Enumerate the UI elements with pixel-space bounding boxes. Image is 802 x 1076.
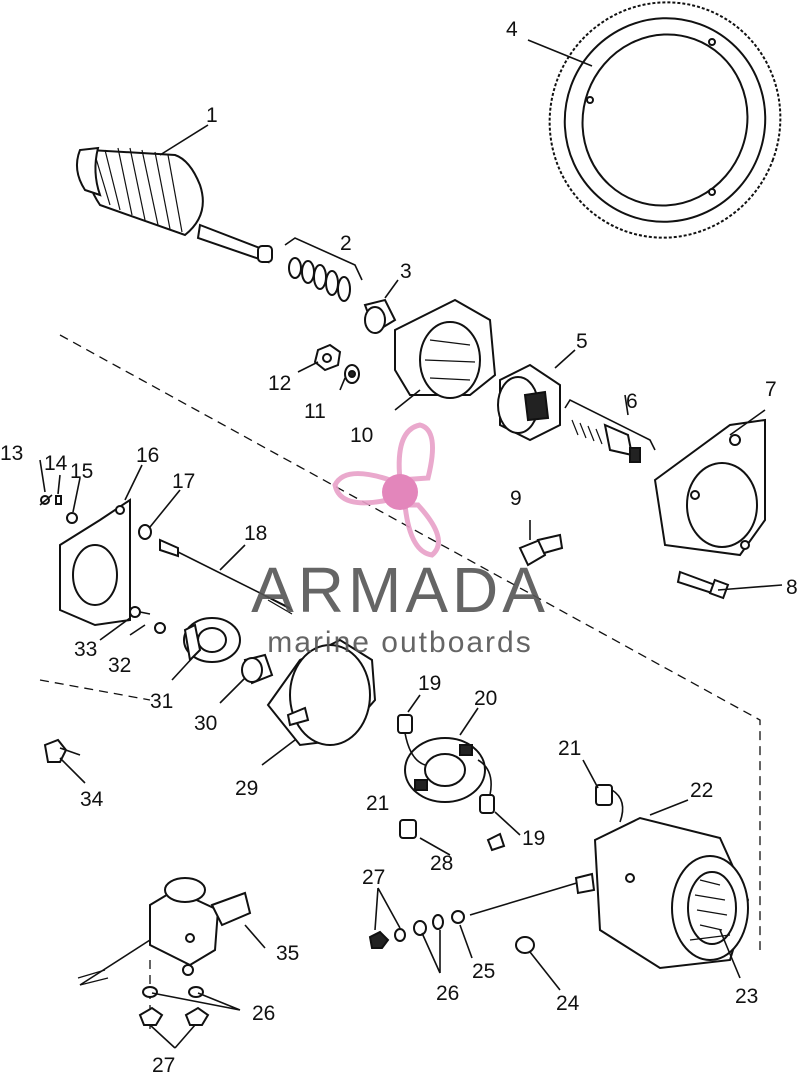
propeller-logo-icon [332, 422, 441, 558]
washer-part [344, 364, 360, 384]
field-brush-part [595, 784, 624, 823]
pinion-drive-part [497, 363, 561, 442]
callout-35: 35 [276, 942, 299, 965]
callout-12: 12 [268, 372, 291, 395]
callout-26-center: 26 [436, 982, 459, 1005]
callout-13: 13 [0, 442, 23, 465]
brush-part [399, 819, 417, 839]
o-ring-part [138, 524, 152, 540]
terminal-washer-part [154, 622, 166, 634]
lock-washer-part [55, 495, 62, 505]
callout-4: 4 [506, 18, 518, 41]
callout-28: 28 [430, 852, 453, 875]
callout-15: 15 [70, 460, 93, 483]
callout-11: 11 [304, 400, 326, 423]
bottom-nut-part [138, 1006, 210, 1026]
small-screw-part [39, 494, 53, 506]
callout-19-bottom: 19 [522, 827, 545, 850]
spring-set-part [284, 237, 363, 302]
commutator-end-cover-part [266, 638, 377, 747]
drive-end-housing-part [394, 298, 497, 399]
watermark-brand: ARMADA [251, 554, 549, 626]
callout-30: 30 [194, 712, 217, 735]
callout-9: 9 [510, 487, 522, 510]
callout-1: 1 [206, 104, 218, 127]
callout-33: 33 [74, 638, 97, 661]
callout-16: 16 [136, 444, 159, 467]
brush-holder-ring-part [183, 617, 241, 663]
callout-17: 17 [172, 470, 195, 493]
mount-bolt-part [518, 533, 564, 567]
callout-24: 24 [556, 992, 580, 1015]
terminal-washer-stack-part [368, 910, 465, 949]
assembly-axis [59, 334, 761, 950]
callout-3: 3 [400, 260, 412, 283]
callout-21-right: 21 [558, 737, 581, 760]
flat-washer-part [66, 512, 78, 524]
mounting-bracket-part [653, 418, 766, 557]
field-coil-part [689, 934, 731, 941]
watermark-tagline: marine outboards [267, 626, 532, 659]
terminal-nut-part [43, 738, 81, 763]
brush-screw-part [486, 832, 506, 852]
callout-20: 20 [474, 687, 497, 710]
end-plate-part [59, 498, 131, 627]
callout-18: 18 [244, 522, 267, 545]
frame-screw-part [515, 936, 535, 954]
through-bolt-part [159, 538, 293, 615]
callout-2: 2 [340, 232, 352, 255]
terminal-screw-part [129, 606, 151, 618]
callout-27-bottom: 27 [152, 1054, 175, 1076]
terminal-stud-part [469, 872, 596, 916]
callout-labels: 1 2 3 4 5 6 7 8 9 10 11 12 13 14 15 16 1… [0, 18, 798, 1076]
callout-23: 23 [735, 985, 758, 1008]
callout-34: 34 [80, 788, 104, 811]
callout-27-center: 27 [362, 866, 385, 889]
brush-holder-part [397, 714, 495, 814]
bushing-part [363, 298, 397, 334]
callout-22: 22 [690, 779, 713, 802]
bottom-washer-part [142, 986, 204, 998]
solenoid-bracket-part [77, 877, 252, 986]
callout-8: 8 [786, 576, 798, 599]
field-frame-part [593, 816, 750, 970]
leader-lines [39, 39, 783, 1049]
drive-spring-part [564, 398, 656, 463]
callout-31: 31 [150, 690, 173, 713]
callout-10: 10 [350, 424, 373, 447]
callout-29: 29 [235, 777, 258, 800]
callout-21-left: 21 [366, 792, 389, 815]
callout-14: 14 [44, 452, 68, 475]
bolt-part [676, 570, 730, 600]
armada-watermark: ARMADA marine outboards [251, 422, 549, 659]
nut-part [313, 343, 342, 372]
callout-5: 5 [576, 330, 588, 353]
callout-26-bottom: 26 [252, 1002, 275, 1025]
assembly-axis-left [39, 679, 151, 701]
armature-part [75, 146, 273, 264]
ring-gear-part [548, 1, 782, 239]
callout-6: 6 [626, 390, 638, 413]
callout-19-top: 19 [418, 672, 441, 695]
bearing-part [241, 653, 274, 685]
callout-32: 32 [108, 654, 131, 677]
callout-25: 25 [472, 960, 495, 983]
callout-7: 7 [765, 378, 777, 401]
